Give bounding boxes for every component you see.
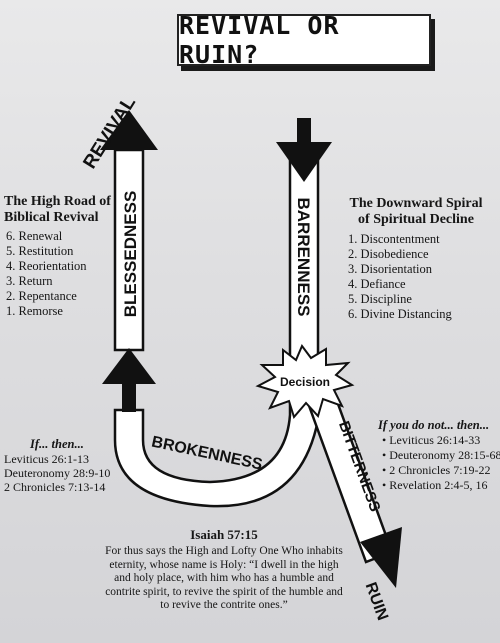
barrenness-label: BARRENNESS	[294, 197, 313, 316]
list-item: 2. Repentance	[6, 289, 77, 303]
if-then-block: If... then... Leviticus 26:1-13 Deuteron…	[4, 437, 114, 494]
list-item: 3. Disorientation	[348, 262, 433, 276]
list-item: 2. Disobedience	[348, 247, 429, 261]
downward-spiral-heading-1: The Downward Spiral	[349, 196, 483, 211]
list-item: 1. Discontentment	[348, 232, 440, 246]
downward-spiral-block: The Downward Spiral of Spiritual Decline…	[336, 196, 496, 322]
isaiah-block: Isaiah 57:15 For thus says the High and …	[100, 527, 348, 613]
list-item: 1. Remorse	[6, 304, 63, 318]
downward-spiral-list: 1. Discontentment 2. Disobedience 3. Dis…	[336, 232, 496, 322]
high-road-heading-1: The High Road of	[4, 194, 111, 209]
blessedness-label: BLESSEDNESS	[121, 191, 140, 318]
list-item: • 2 Chronicles 7:19-22	[382, 463, 491, 477]
lower-up-arrowhead	[102, 348, 156, 384]
scripture-ref: Leviticus 26:14-33	[389, 433, 481, 447]
if-then-heading: If... then...	[30, 437, 84, 451]
decision-starburst	[255, 344, 355, 420]
high-road-list: 6. Renewal 5. Restitution 4. Reorientati…	[4, 229, 116, 319]
high-road-block: The High Road of Biblical Revival 6. Ren…	[4, 194, 116, 319]
top-down-arrowhead	[276, 142, 332, 182]
scripture-ref: Leviticus 26:1-13	[4, 452, 89, 466]
list-item: 5. Discipline	[348, 292, 412, 306]
scripture-ref: Deuteronomy 28:9-10	[4, 466, 111, 480]
brokenness-label: BROKENNESS	[150, 434, 264, 474]
ruin-label: RUIN	[362, 580, 391, 623]
if-not-block: If you do not... then... • Leviticus 26:…	[378, 418, 500, 493]
if-not-heading: If you do not... then...	[378, 418, 490, 432]
list-item: 4. Defiance	[348, 277, 406, 291]
list-item: • Leviticus 26:14-33	[382, 433, 481, 447]
list-item: 5. Restitution	[6, 244, 74, 258]
list-item: • Revelation 2:4-5, 16	[382, 478, 488, 492]
title-box: REVIVAL OR RUIN?	[177, 11, 431, 69]
scripture-ref: 2 Chronicles 7:13-14	[4, 480, 106, 494]
high-road-heading-2: Biblical Revival	[4, 210, 99, 225]
isaiah-reference: Isaiah 57:15	[190, 527, 258, 542]
downward-spiral-heading-2: of Spiritual Decline	[358, 212, 474, 227]
decision-label: Decision	[280, 375, 330, 389]
list-item: 4. Reorientation	[6, 259, 87, 273]
page-title: REVIVAL OR RUIN?	[179, 11, 340, 69]
list-item: • Deuteronomy 28:15-68	[382, 448, 500, 462]
isaiah-text: For thus says the High and Lofty One Who…	[105, 545, 343, 611]
list-item: 3. Return	[6, 274, 53, 288]
list-item: 6. Renewal	[6, 229, 63, 243]
lower-up-arrow-shaft	[122, 382, 136, 412]
list-item: 6. Divine Distancing	[348, 307, 452, 321]
scripture-ref: 2 Chronicles 7:19-22	[389, 463, 491, 477]
top-down-arrow-shaft	[297, 118, 311, 144]
scripture-ref: Deuteronomy 28:15-68	[389, 448, 500, 462]
ruin-arrowhead	[360, 527, 402, 588]
scripture-ref: Revelation 2:4-5, 16	[389, 478, 488, 492]
revival-arrowhead	[100, 110, 158, 150]
